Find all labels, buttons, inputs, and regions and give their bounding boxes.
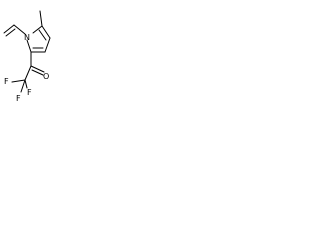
bond-methyl	[39, 10, 43, 27]
bond-vinyl-inner	[13, 24, 26, 35]
structure-canvas: N O F F F	[0, 0, 69, 111]
atom-label-f-right: F	[27, 88, 32, 97]
bond-c4-c3	[44, 37, 51, 53]
bond-cf3-f-upper	[24, 79, 28, 89]
bond-vinyl-outer	[3, 24, 15, 34]
bond-carbonyl-o	[30, 65, 45, 73]
bond-vinyl-outer-double	[5, 28, 16, 37]
atom-label-n: N	[24, 33, 30, 42]
bond-c5-c4-double	[38, 29, 47, 41]
bond-cf3-f-lower	[20, 79, 26, 93]
bond-c5-c4	[41, 25, 51, 39]
atom-label-f-left: F	[4, 77, 9, 86]
bond-carbonyl-cf3	[24, 65, 32, 81]
bond-cf3-f-left	[11, 79, 26, 83]
bond-n-c5	[32, 25, 43, 34]
atom-label-o: O	[43, 72, 49, 81]
atom-label-f-bottom: F	[16, 94, 21, 103]
bond-carbonyl-o-double	[31, 69, 44, 76]
chemical-structure-diagram: N O F F F	[3, 10, 51, 103]
bond-c2-n	[26, 39, 32, 53]
